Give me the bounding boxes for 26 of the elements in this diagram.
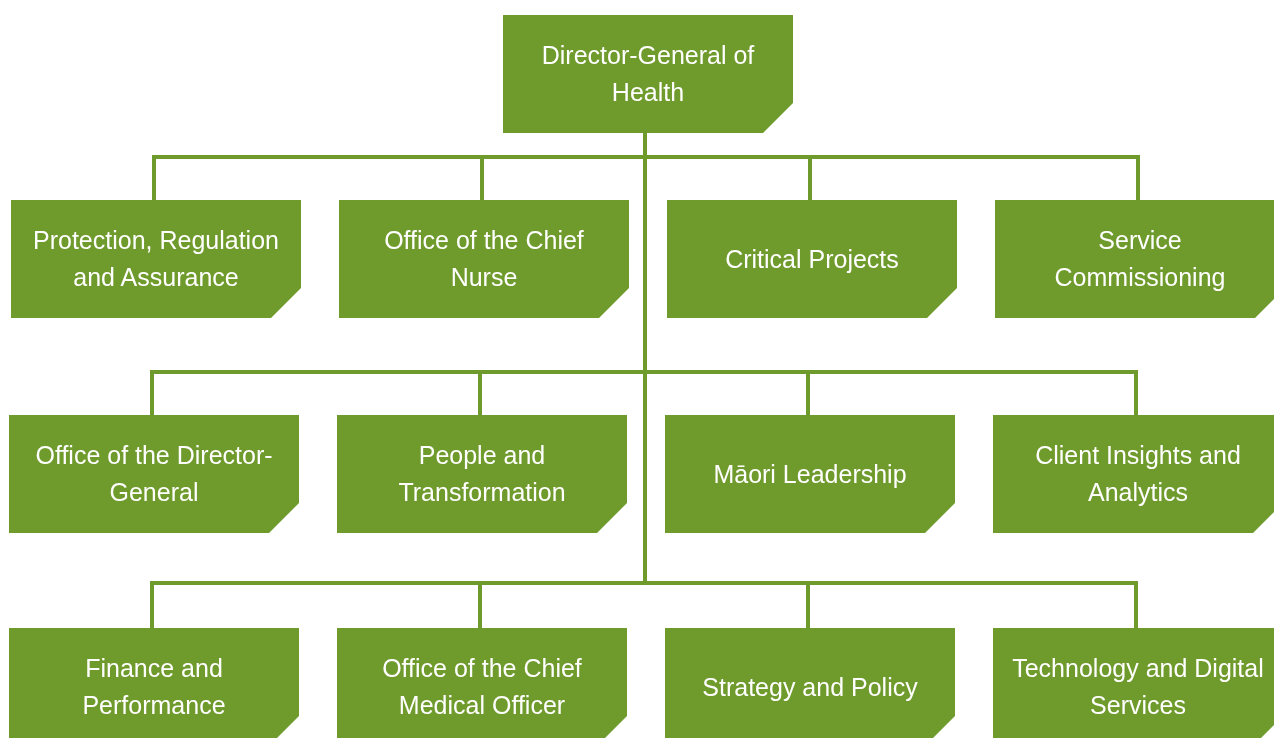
org-unit-box xyxy=(503,15,793,133)
unit-name: Office of the Director-General xyxy=(34,440,274,508)
unit-name: Protection, Regulation and Assurance xyxy=(32,225,280,293)
org-unit-box xyxy=(339,200,629,318)
org-unit-box xyxy=(11,200,301,318)
org-unit-box xyxy=(9,628,299,738)
org-unit-box xyxy=(9,415,299,533)
unit-name: Service Commissioning xyxy=(1053,225,1227,293)
org-unit-box xyxy=(665,628,955,738)
unit-name: Office of the Chief Medical Officer xyxy=(381,653,583,721)
org-unit-box xyxy=(993,628,1274,738)
unit-name: Director-General of Health xyxy=(540,40,756,108)
org-unit-box xyxy=(337,415,627,533)
unit-name: Technology and Digital Services xyxy=(1011,653,1265,721)
org-unit-box xyxy=(665,415,955,533)
unit-name: Finance and Performance xyxy=(81,653,227,721)
org-unit-box xyxy=(993,415,1274,533)
unit-name: Māori Leadership xyxy=(713,458,907,490)
unit-name: Client Insights and Analytics xyxy=(1034,440,1242,508)
org-unit-box xyxy=(337,628,627,738)
unit-name: People and Transformation xyxy=(397,440,567,508)
unit-name: Critical Projects xyxy=(725,243,899,275)
org-unit-box xyxy=(667,200,957,318)
unit-name: Office of the Chief Nurse xyxy=(383,225,585,293)
unit-name: Strategy and Policy xyxy=(702,671,918,703)
org-unit-box xyxy=(995,200,1274,318)
